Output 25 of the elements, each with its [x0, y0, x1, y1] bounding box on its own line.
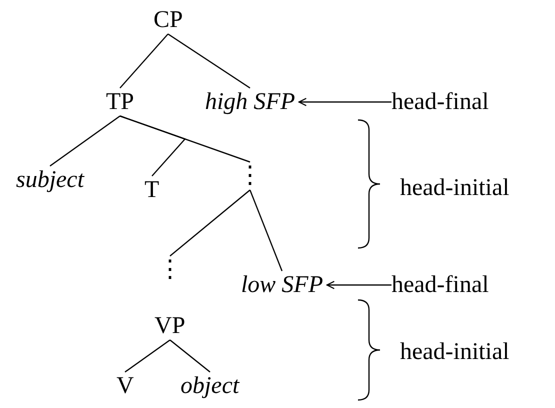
annotation-text: head-initial [400, 340, 510, 364]
tree-branch-line [168, 34, 250, 88]
tree-branch-line [170, 340, 210, 372]
tree-node-label: CP [154, 8, 183, 32]
tree-node-label: T [144, 178, 160, 202]
tree-node-label: low SFP [241, 273, 323, 297]
tree-branch-line [120, 34, 168, 88]
tree-branch-line [124, 340, 170, 372]
tree-node-label: ⋮ [158, 258, 182, 282]
tree-node-label: V [116, 374, 134, 398]
annotation-text: head-final [392, 90, 489, 114]
arrow [298, 98, 392, 106]
tree-branch-line [120, 115, 186, 176]
tree-node-label: ⋮ [238, 164, 262, 188]
tree-node-label: VP [154, 314, 186, 338]
tree-node-label: subject [16, 168, 84, 192]
tree-node-label: object [180, 374, 240, 398]
tree-branch-line [50, 116, 120, 166]
annotation-text: head-initial [400, 176, 510, 200]
tree-node-label: high SFP [205, 90, 295, 114]
tree-branch-line [170, 190, 250, 256]
tree-branch-line [249, 190, 283, 272]
tree-node-label: TP [106, 90, 134, 114]
arrow [326, 280, 392, 290]
annotation-text: head-final [392, 273, 489, 297]
